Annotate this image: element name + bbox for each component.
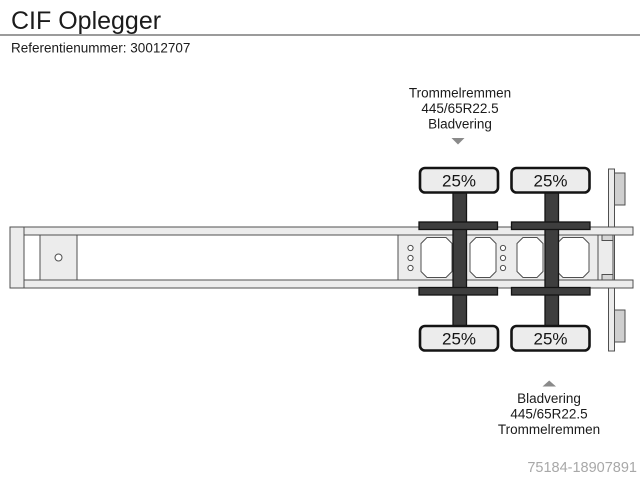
rear-axle-note-line-3: Trommelremmen (498, 422, 600, 437)
front-axle-annotation: Trommelremmen 445/65R22.5 Bladvering (409, 86, 511, 145)
web-cutout-1 (420, 237, 453, 278)
leaf-spring-axle2-bottom (510, 286, 591, 296)
wheel-axle2-bottom: 25% (510, 324, 591, 352)
axle-1 (452, 189, 468, 329)
bolt (499, 254, 507, 262)
kingpin (54, 253, 63, 262)
rear-axle-note-line-1: Bladvering (517, 391, 581, 406)
page-title: CIF Oplegger (11, 7, 161, 35)
wheel-tyre (510, 166, 591, 194)
wheel-axle1-top: 25% (418, 166, 500, 194)
bolt (407, 254, 414, 262)
web-cutout-3 (516, 237, 544, 278)
rear-bumper-pad-bottom (614, 309, 626, 343)
front-axle-note-line-2: 445/65R22.5 (421, 101, 498, 116)
rear-tab-top (601, 234, 614, 241)
axle-2 (544, 189, 560, 329)
web-cutout-2 (469, 237, 497, 278)
wheel-tyre (510, 324, 591, 352)
rear-axle-annotation: Bladvering 445/65R22.5 Trommelremmen (498, 380, 600, 437)
rear-column (597, 234, 614, 281)
bracket-bolts (407, 244, 507, 272)
leaf-spring-axle1-bottom (418, 286, 499, 296)
rear-tab-bottom (601, 274, 614, 281)
front-axle-note-line-3: Bladvering (428, 117, 492, 132)
axle-load-label: 25% (442, 330, 476, 349)
web-cutout-4 (556, 237, 590, 278)
rear-bumper-pad-top (614, 172, 626, 206)
leaf-spring-axle1-top (418, 221, 499, 231)
wheel-axle2-top: 25% (510, 166, 591, 194)
bolt (499, 244, 507, 252)
wheel-axle1-bottom: 25% (418, 324, 500, 352)
chassis-frame (9, 168, 634, 352)
chassis-bottom-rail (9, 279, 634, 289)
axle-load-label: 25% (442, 172, 476, 191)
bolt (407, 244, 414, 252)
rear-axle-note-line-2: 445/65R22.5 (510, 407, 587, 422)
bolt (407, 264, 414, 272)
front-axle-note-line-1: Trommelremmen (409, 86, 511, 101)
leaf-spring-axle2-top (510, 221, 591, 231)
bolt (499, 264, 507, 272)
axle-load-label: 25% (533, 172, 567, 191)
wheel-tyre (418, 324, 500, 352)
arrow-down-icon (451, 138, 465, 145)
arrow-up-icon (542, 380, 556, 387)
wheel-tyre (418, 166, 500, 194)
chassis-front-cap (9, 226, 25, 289)
reference-number: Referentienummer: 30012707 (11, 41, 190, 56)
watermark-id: 75184-18907891 (527, 460, 637, 476)
axle-load-label: 25% (533, 330, 567, 349)
